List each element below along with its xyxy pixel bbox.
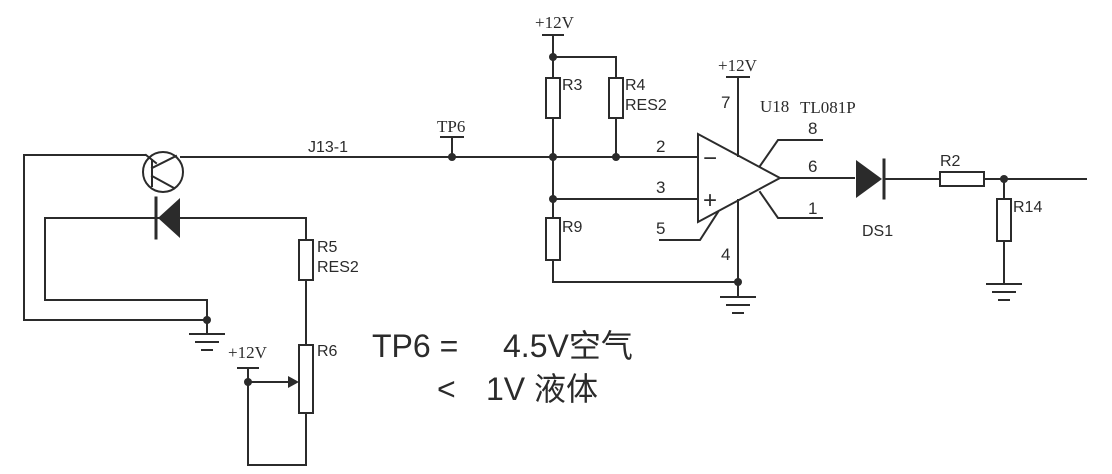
note-liquid-voltage: 1V 液体: [486, 371, 598, 407]
pin1-label: 1: [808, 199, 817, 218]
ground-symbol-left: [189, 333, 225, 351]
u18-label: U18: [760, 97, 789, 116]
j13-label: J13-1: [308, 139, 348, 156]
note-air-voltage: 4.5V空气: [503, 328, 633, 364]
r5-label: R5: [317, 239, 338, 256]
led-diode: [154, 196, 180, 240]
pin7-label: 7: [721, 93, 730, 112]
pin3-label: 3: [656, 178, 665, 197]
ds1-label: DS1: [862, 223, 893, 240]
divider-network: +12V R3 R4 RES2 R9: [535, 13, 742, 286]
pin4-label: 4: [721, 245, 730, 264]
r6-label: R6: [317, 343, 338, 360]
opamp-u18: − + +12V 7 4 2 3 5 8 1 6 U18 TL081P: [656, 56, 856, 314]
note-tp6-equals: TP6 =: [372, 328, 458, 364]
pin5-label: 5: [656, 219, 665, 238]
potentiometer-r6: +12V R6: [228, 343, 338, 466]
pin6-label: 6: [808, 157, 817, 176]
sensor-element: [142, 151, 184, 193]
signal-line: J13-1 TP6: [180, 117, 699, 161]
vcc-op-label: +12V: [718, 56, 758, 75]
pin2-label: 2: [656, 137, 665, 156]
resistor-r5: R5 RES2: [298, 239, 359, 281]
vcc-top-label: +12V: [535, 13, 575, 32]
vcc-pot-label: +12V: [228, 343, 268, 362]
inverting-sign: −: [703, 145, 717, 172]
sensor-loop: [23, 154, 307, 346]
pin8-label: 8: [808, 119, 817, 138]
r14-label: R14: [1013, 199, 1042, 216]
tp6-voltage-note: TP6 = 4.5V空气 < 1V 液体: [372, 328, 633, 407]
tp6-label: TP6: [437, 117, 465, 136]
r9-label: R9: [562, 219, 583, 236]
r4-type-label: RES2: [625, 97, 667, 114]
r2-label: R2: [940, 153, 961, 170]
r4-label: R4: [625, 77, 646, 94]
r3-label: R3: [562, 77, 583, 94]
r5-type-label: RES2: [317, 259, 359, 276]
noninverting-sign: +: [703, 187, 717, 214]
note-less-than: <: [437, 371, 456, 407]
output-stage: DS1 R2 R14: [856, 153, 1087, 301]
u18-part-label: TL081P: [800, 98, 856, 117]
